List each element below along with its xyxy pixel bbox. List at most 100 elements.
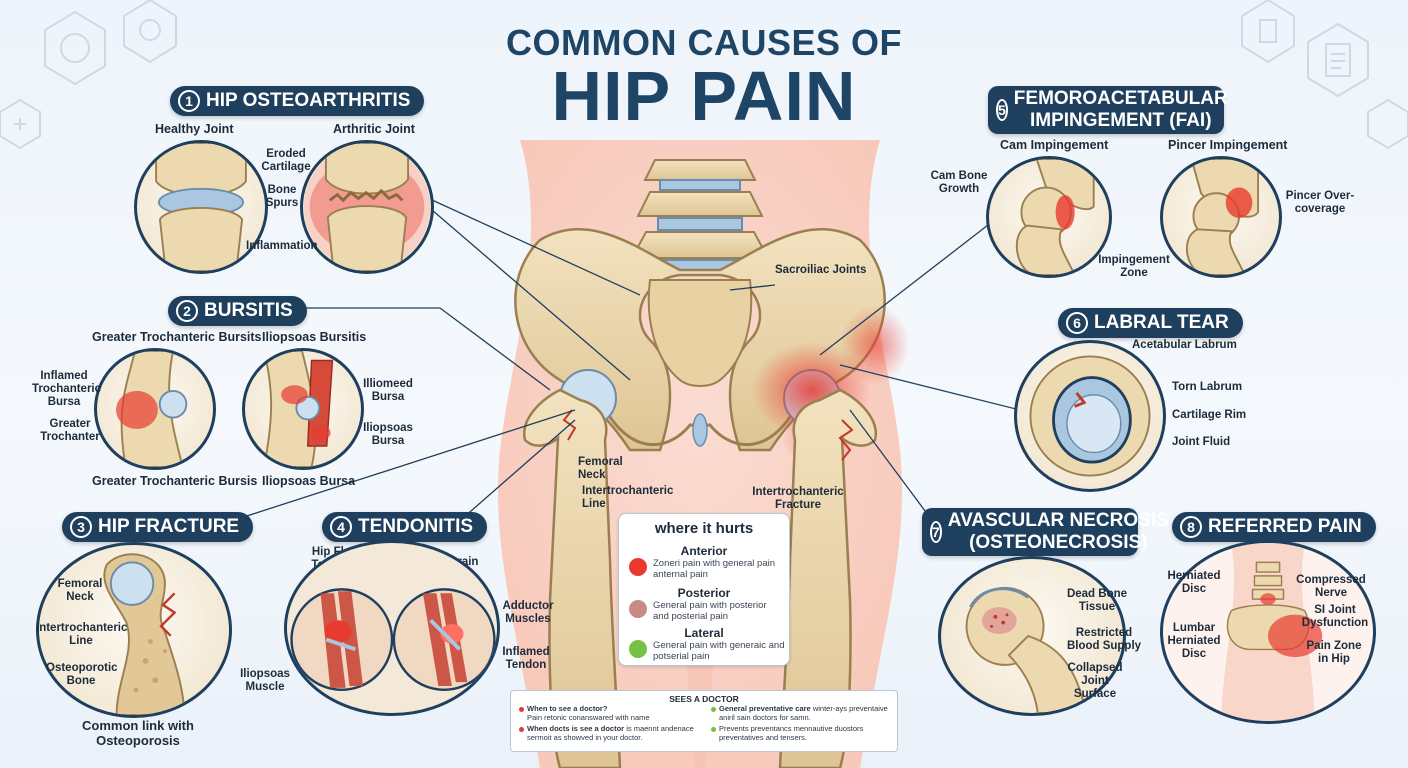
lateral-color-dot — [629, 640, 647, 658]
legend-posterior-desc: General pain with posterior and posteria… — [653, 600, 767, 622]
referred-pain-illustration — [1160, 540, 1376, 724]
section-number: 3 — [70, 516, 92, 538]
anterior-color-dot — [629, 558, 647, 576]
cartilage-rim-label: Cartilage Rim — [1172, 409, 1247, 421]
healthy-joint-illustration — [134, 140, 268, 274]
iliopsoas-bursa-label: Iliopsoas Bursa — [363, 422, 413, 447]
section-referred-header: 8 REFERRED PAIN — [1172, 512, 1376, 542]
intertrochanteric-line-label-center: Intertrochanteric Line — [582, 485, 674, 510]
doctor-item-1: When to see a doctor? Pain retonic conan… — [527, 704, 713, 722]
femoral-neck-label-center: Femoral Neck — [578, 456, 623, 481]
eroded-cartilage-label: Eroded Cartilage — [261, 148, 311, 173]
bullet-dot — [519, 707, 524, 712]
section-fai-header: 5 FEMOROACETABULAR IMPINGEMENT (FAI) — [988, 86, 1228, 134]
joint-fluid-label: Joint Fluid — [1172, 436, 1231, 448]
inflammation-label: Inflammation — [246, 240, 318, 252]
tendonitis-illustrations — [284, 540, 500, 716]
legend-lateral-desc: General pain with generaic and potserial… — [653, 640, 785, 662]
section-osteoarthritis-header: 1 HIP OSTEOARTHRITIS — [170, 86, 425, 116]
adductor-muscles-label: Adductor Muscles — [502, 600, 554, 625]
legend-lateral-title: Lateral — [684, 626, 724, 640]
arthritic-joint-illustration — [300, 140, 434, 274]
iliopsoas-bursitis-title: Iliopsoas Bursitis — [262, 330, 367, 344]
clipboard-hex-decoration-right — [1241, 0, 1408, 150]
pincer-over-coverage-label: Pincer Over-coverage — [1285, 190, 1355, 215]
collapsed-joint-surface-label: Collapsed Joint Surface — [1067, 662, 1123, 700]
section-number: 8 — [1180, 516, 1202, 538]
impingement-zone-label: Impingement Zone — [1098, 254, 1170, 279]
doctor-item-2-text: is maennt andenace sermoit as showved in… — [527, 724, 694, 742]
iliopsoas-bursa-caption: Iliopsoas Bursa — [262, 474, 356, 488]
doctor-item-4: Prevents preventancs mennautive duostors… — [719, 724, 895, 742]
section-tendonitis-header: 4 TENDONITIS — [322, 512, 488, 542]
section-number: 4 — [330, 516, 352, 538]
bullet-dot — [519, 727, 524, 732]
section-number: 1 — [178, 90, 200, 112]
healthy-joint-title: Healthy Joint — [155, 122, 234, 136]
acetabular-labrum-label: Acetabular Labrum — [1132, 339, 1237, 351]
doctor-item-2: When docts is see a doctor is maennt and… — [527, 724, 713, 742]
page-title: HIP PAIN — [551, 57, 857, 135]
section-title: BURSITIS — [204, 300, 293, 321]
doctor-item-3-text: winter-ays preventaive aniril sain docto… — [719, 704, 888, 722]
dead-bone-tissue-label: Dead Bone Tissue — [1066, 588, 1128, 613]
legend-posterior-title: Posterior — [677, 586, 731, 600]
inflamed-trochanteric-bursa-label: Inflamed Trochanteric Bursa — [32, 370, 102, 408]
avascular-necrosis-illustration — [938, 556, 1126, 716]
medical-hex-decoration-left — [0, 0, 177, 150]
compressed-nerve-label: Compressed Nerve — [1296, 574, 1366, 599]
section-title-line-1: AVASCULAR NECROSIS — [947, 510, 1169, 531]
osteoporosis-caption: Common link with Osteoporosis — [82, 718, 194, 748]
section-number: 7 — [930, 521, 942, 543]
see-a-doctor-box: SEES A DOCTOR When to see a doctor? Pain… — [510, 690, 898, 752]
trochanteric-bursitis-illustration — [94, 348, 216, 470]
section-title: HIP OSTEOARTHRITIS — [206, 90, 411, 111]
doctor-item-3: General preventative care winter-ays pre… — [719, 704, 895, 722]
intertrochanteric-line-label: Intertrochanteric Line — [36, 622, 128, 647]
cam-bone-growth-label: Cam Bone Growth — [930, 170, 988, 195]
restricted-blood-supply-label: Restricted Blood Supply — [1066, 627, 1142, 652]
bullet-dot — [711, 707, 716, 712]
femoral-neck-label: Femoral Neck — [57, 578, 103, 603]
cam-impingement-title: Cam Impingement — [1000, 138, 1109, 152]
where-it-hurts-legend: where it hurts Anterior Zoneri pain with… — [618, 513, 790, 666]
doctor-item-3-head: General preventative care — [719, 704, 811, 713]
posterior-color-dot — [629, 600, 647, 618]
labral-tear-illustration — [1014, 340, 1166, 492]
arthritic-joint-title: Arthritic Joint — [333, 122, 415, 136]
section-avascular-header: 7 AVASCULAR NECROSIS (OSTEONECROSIS) — [922, 508, 1169, 556]
hip-fracture-illustration — [36, 542, 232, 718]
inflamed-tendon-label: Inflamed Tendon — [502, 646, 550, 671]
doctor-box-title: SEES A DOCTOR — [669, 694, 739, 704]
section-title: REFERRED PAIN — [1208, 516, 1362, 537]
title-line-1: COMMON CAUSES OF — [505, 22, 902, 63]
torn-labrum-label: Torn Labrum — [1172, 381, 1243, 393]
section-title: HIP FRACTURE — [98, 516, 240, 537]
doctor-item-1-head: When to see a doctor? — [527, 704, 608, 713]
section-bursitis-header: 2 BURSITIS — [168, 296, 307, 326]
cam-impingement-illustration — [986, 156, 1112, 278]
pincer-impingement-illustration — [1160, 156, 1282, 278]
legend-anterior-title: Anterior — [680, 544, 728, 558]
illiomeed-bursa-label: Illiomeed Bursa — [363, 378, 413, 403]
section-fracture-header: 3 HIP FRACTURE — [62, 512, 254, 542]
pincer-impingement-title: Pincer Impingement — [1168, 138, 1288, 152]
bone-spurs-label: Bone Spurs — [265, 184, 299, 209]
section-title: LABRAL TEAR — [1094, 312, 1229, 333]
section-title-line-2: IMPINGEMENT (FAI) — [1029, 110, 1212, 131]
section-number: 5 — [996, 99, 1008, 121]
osteoporotic-bone-label: Osteoporotic Bone — [46, 662, 118, 687]
section-number: 2 — [176, 300, 198, 322]
doctor-item-4-text: Prevents preventancs mennautive duostors… — [719, 724, 864, 742]
iliopsoas-muscle-label: Iliopsoas Muscle — [240, 668, 290, 693]
trochanteric-bursis-caption: Greater Trochanteric Bursis — [92, 474, 258, 488]
section-number: 6 — [1066, 312, 1088, 334]
legend-anterior-desc: Zoneri pain with general pain anternal p… — [653, 558, 775, 580]
section-title-line-2: (OSTEONECROSIS) — [969, 532, 1148, 553]
legend-title: where it hurts — [654, 520, 754, 537]
iliopsoas-bursitis-illustration — [242, 348, 364, 470]
section-title-line-1: FEMOROACETABULAR — [1013, 88, 1228, 109]
si-joint-dysfunction-label: SI Joint Dysfunction — [1301, 604, 1369, 629]
trochanteric-bursitis-title: Greater Trochanteric Bursits — [92, 330, 262, 344]
doctor-item-2-head: When docts is see a doctor — [527, 724, 625, 733]
